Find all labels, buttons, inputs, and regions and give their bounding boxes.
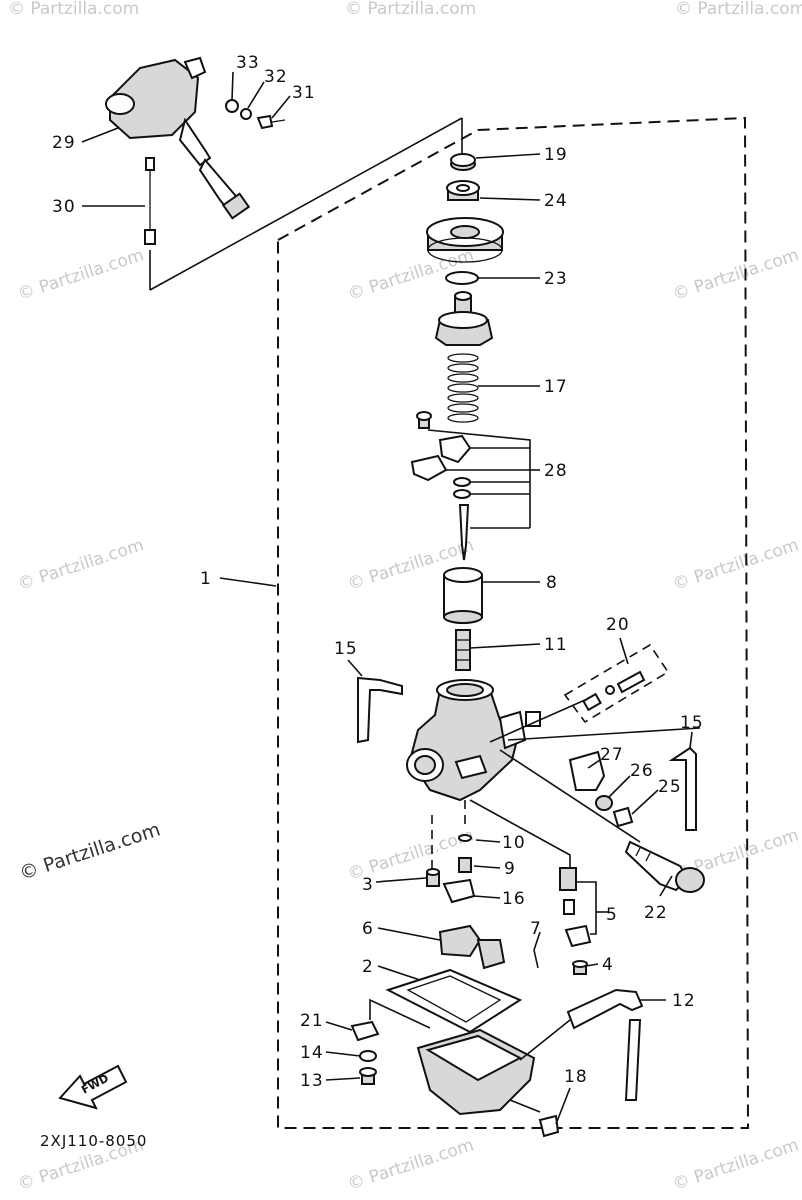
callout-18: 18 [564, 1067, 588, 1087]
callout-33: 33 [236, 53, 260, 73]
nut-24 [446, 180, 480, 201]
watermark: © Partzilla.com [8, 0, 139, 19]
callout-21: 21 [300, 1011, 324, 1031]
small-screws [225, 99, 286, 130]
cable-plate [434, 291, 494, 346]
callout-17: 17 [544, 377, 568, 397]
float-bowl [416, 1019, 571, 1116]
callout-14: 14 [300, 1043, 324, 1063]
fwd-arrow: FWD [58, 1064, 128, 1110]
callout-6: 6 [362, 919, 374, 939]
float-valve-5 [559, 867, 597, 948]
callout-labels: 29 30 33 32 31 19 24 23 17 28 8 11 1 15 … [52, 53, 704, 1091]
callout-28: 28 [544, 461, 568, 481]
needle-jet-11 [455, 629, 471, 671]
callout-9: 9 [504, 859, 516, 879]
throttle-stop-screw-22 [624, 840, 705, 893]
callout-5: 5 [606, 905, 618, 925]
callout-20: 20 [606, 615, 630, 635]
body-leaders [431, 699, 701, 870]
callout-8: 8 [546, 573, 558, 593]
callout-15-right: 15 [680, 713, 704, 733]
callout-22: 22 [644, 903, 668, 923]
callout-30: 30 [52, 197, 76, 217]
assembly-boundary [277, 116, 750, 1129]
callout-3: 3 [362, 875, 374, 895]
watermark: © Partzilla.com [675, 0, 802, 19]
cable-pin-part [144, 157, 156, 245]
callout-11: 11 [544, 635, 568, 655]
watermark: © Partzilla.com [15, 535, 146, 595]
watermark: © Partzilla.com [670, 245, 801, 305]
cap-19 [450, 153, 476, 171]
watermark: © Partzilla.com [670, 535, 801, 595]
jet-needle-set-28 [410, 411, 540, 561]
drain-hose-12 [566, 988, 644, 1101]
callout-19: 19 [544, 145, 568, 165]
cable-link [149, 117, 463, 291]
spring-17 [447, 353, 479, 423]
callout-4: 4 [602, 955, 614, 975]
throttle-slide-8 [443, 567, 483, 624]
callout-7: 7 [530, 919, 542, 939]
drain-screw-18 [538, 1114, 560, 1138]
carburetor-body [406, 679, 541, 802]
throttle-housing-part [105, 56, 251, 220]
callout-25: 25 [658, 777, 682, 797]
gasket-2 [385, 968, 523, 1034]
jets [426, 834, 476, 904]
drawing-code: 2XJ110-8050 [40, 1132, 147, 1150]
watermark: © Partzilla.com [15, 245, 146, 305]
float-pin-7 [533, 949, 588, 975]
watermark: © Partzilla.com [345, 1135, 476, 1195]
callout-24: 24 [544, 191, 568, 211]
callout-16: 16 [502, 889, 526, 909]
callout-26: 26 [630, 761, 654, 781]
callout-13: 13 [300, 1071, 324, 1091]
callout-32: 32 [264, 67, 288, 87]
callout-23: 23 [544, 269, 568, 289]
callout-15-left: 15 [334, 639, 358, 659]
callout-leaders [81, 71, 693, 1125]
callout-27: 27 [600, 745, 624, 765]
pilot-screw-set-20 [563, 643, 670, 724]
watermark: © Partzilla.com [345, 0, 476, 19]
choke-parts [568, 750, 634, 828]
vent-tube-15-left [357, 676, 403, 744]
watermark-dark: © Partzilla.com [17, 819, 163, 885]
callout-31: 31 [292, 83, 316, 103]
bowl-screws [350, 998, 431, 1085]
callout-29: 29 [52, 133, 76, 153]
callout-12: 12 [672, 991, 696, 1011]
callout-2: 2 [362, 957, 374, 977]
o-ring-23 [445, 271, 479, 285]
float-6 [438, 924, 506, 970]
callout-1: 1 [200, 569, 212, 589]
callout-10: 10 [502, 833, 526, 853]
watermark: © Partzilla.com [670, 1135, 801, 1195]
mixing-chamber-top [426, 217, 504, 263]
